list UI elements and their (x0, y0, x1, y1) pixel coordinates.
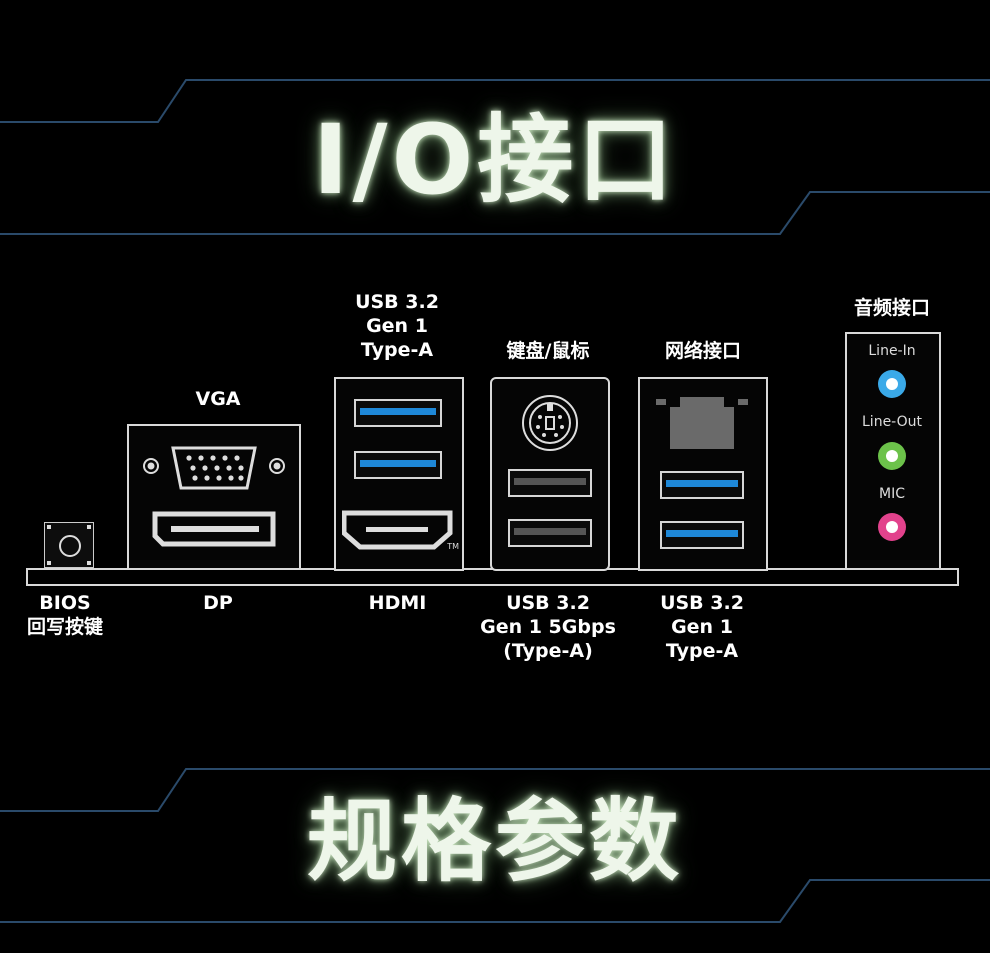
hdmi-label: HDMI (368, 592, 427, 614)
lan-port-icon (656, 397, 748, 449)
ps2-usb-panel (490, 377, 610, 571)
line-out-jack (878, 442, 906, 470)
usb-port (354, 399, 442, 427)
dp-label: DP (203, 592, 233, 614)
line-in-jack (878, 370, 906, 398)
vga-dp-panel (127, 424, 301, 570)
ps2-label: 键盘/鼠标 (506, 340, 590, 362)
lan-usb-panel (638, 377, 768, 571)
mic-jack (878, 513, 906, 541)
line-out-label: Line-Out (862, 414, 922, 430)
hdmi-tm: TM (447, 542, 459, 551)
usb-port (354, 451, 442, 479)
line-in-label: Line-In (868, 343, 916, 359)
usb-bottom-label: USB 3.2 Gen 1 Type-A (660, 592, 744, 662)
usb-top-label: USB 3.2 Gen 1 Type-A (355, 291, 439, 361)
usb-5g-label: USB 3.2 Gen 1 5Gbps (Type-A) (480, 592, 616, 662)
audio-label: 音频接口 (853, 297, 930, 319)
mic-label: MIC (879, 486, 905, 502)
usb-port (508, 519, 592, 547)
usb-port (660, 471, 744, 499)
dp-port-icon (152, 511, 276, 547)
bios-flash-button (44, 522, 94, 568)
usb-port (508, 469, 592, 497)
bios-label: BIOS 回写按键 (26, 592, 103, 638)
usb-port (660, 521, 744, 549)
vga-port-icon (143, 446, 285, 547)
lan-label: 网络接口 (664, 340, 741, 362)
specs-title: 规格参数 (307, 789, 683, 894)
ps2-port-icon (522, 395, 578, 451)
hdmi-port-icon (342, 510, 453, 550)
io-title: I/O接口 (312, 104, 678, 216)
usb-hdmi-panel: TM (334, 377, 464, 571)
vga-label: VGA (195, 388, 241, 410)
